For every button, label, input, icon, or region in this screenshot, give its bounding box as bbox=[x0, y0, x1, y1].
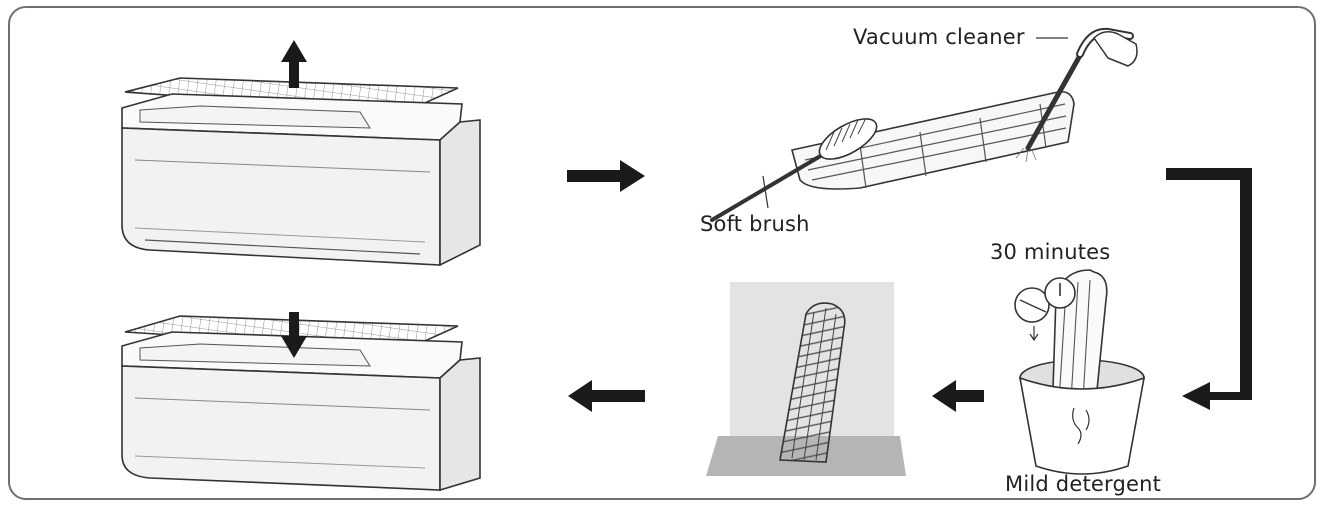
arrow-left-icon-2 bbox=[568, 380, 645, 412]
label-vacuum-cleaner: Vacuum cleaner bbox=[853, 25, 1025, 49]
ac-unit-filter-removal bbox=[121, 40, 481, 267]
arrow-right-icon bbox=[567, 160, 645, 192]
brush-head bbox=[818, 118, 878, 160]
brush-handle bbox=[710, 146, 836, 222]
ac-unit-body bbox=[121, 127, 441, 266]
drying-scene bbox=[706, 282, 906, 476]
filter-drying bbox=[779, 302, 846, 463]
hand bbox=[1093, 31, 1138, 67]
arrow-left-icon-1 bbox=[932, 380, 984, 412]
ac-unit-filter-reinsert bbox=[121, 312, 481, 492]
push-down-arrow-icon bbox=[281, 312, 307, 358]
label-thirty-minutes: 30 minutes bbox=[990, 240, 1111, 264]
soaking-scene bbox=[1014, 269, 1146, 475]
filter-cleaning-scene bbox=[710, 27, 1138, 222]
label-soft-brush: Soft brush bbox=[700, 212, 810, 236]
lift-up-arrow-icon bbox=[281, 40, 307, 88]
bucket bbox=[1018, 376, 1146, 475]
vacuum-nozzle bbox=[1025, 49, 1085, 151]
arrow-turn-down-icon bbox=[1166, 168, 1252, 410]
label-mild-detergent: Mild detergent bbox=[1005, 472, 1162, 496]
